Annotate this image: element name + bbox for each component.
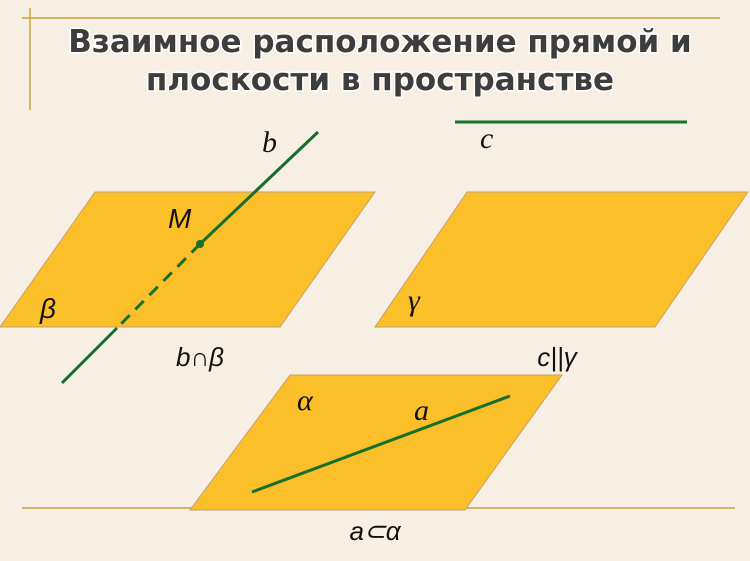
contained-caption: a⊂α [349, 516, 401, 546]
line-b-lower [60, 326, 119, 385]
plane-gamma-label: γ [408, 284, 421, 317]
plane-beta-label: β [39, 293, 56, 324]
line-a-label: a [414, 394, 429, 427]
line-b-label: b [262, 126, 277, 159]
figure-line-intersects-plane: b M β b∩β [0, 126, 376, 385]
plane-gamma [374, 191, 749, 328]
slide-title-line1: Взаимное расположение прямой и [68, 24, 692, 60]
plane-beta [0, 191, 376, 328]
intersect-caption: b∩β [176, 342, 224, 372]
line-c-label: c [480, 122, 493, 155]
parallel-caption: c||γ [537, 342, 579, 372]
figure-line-in-plane: α a a⊂α [189, 374, 563, 546]
slide-title-line2: плоскости в пространстве [146, 62, 614, 98]
plane-alpha-label: α [297, 384, 314, 417]
plane-alpha [189, 374, 563, 511]
point-m-label: M [168, 203, 192, 234]
line-b-upper [198, 130, 320, 246]
line-a [251, 394, 511, 494]
point-m [196, 240, 204, 248]
figure-line-parallel-plane: c γ c||γ [374, 120, 749, 372]
